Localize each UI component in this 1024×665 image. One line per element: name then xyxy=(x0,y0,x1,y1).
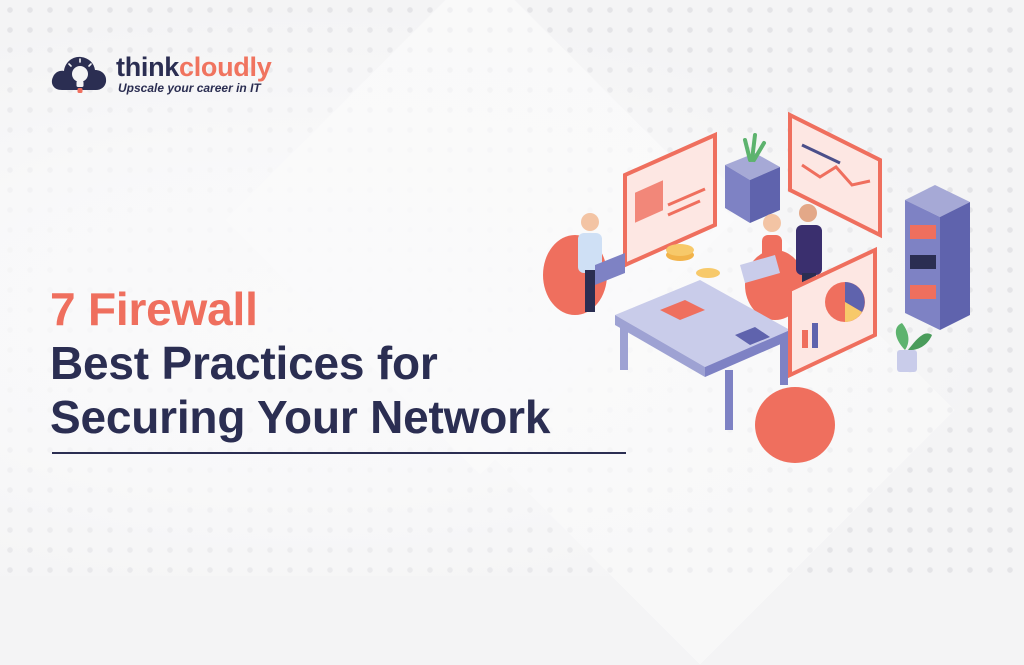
headline-line-2: Best Practices for xyxy=(50,337,438,389)
brand-name: thinkcloudly xyxy=(116,52,272,82)
person-center xyxy=(740,214,782,283)
wall-panel-right xyxy=(788,111,882,239)
bookshelf xyxy=(905,185,970,330)
cabinet xyxy=(725,133,780,223)
brand-tagline: Upscale your career in IT xyxy=(118,81,261,95)
brand-name-cloudly: cloudly xyxy=(179,52,272,82)
brand-name-think: think xyxy=(116,52,179,82)
chart-panel xyxy=(788,246,877,379)
coin-stack xyxy=(666,244,720,278)
person-left xyxy=(578,213,625,312)
cloud-lightbulb-icon xyxy=(51,56,107,93)
office-illustration xyxy=(543,111,970,463)
potted-plant xyxy=(895,323,932,372)
headline-underline xyxy=(52,452,626,454)
headline: 7 Firewall Best Practices for Securing Y… xyxy=(50,282,650,444)
wall-panel-left xyxy=(623,131,717,269)
brand-logo[interactable]: thinkcloudly Upscale your career in IT xyxy=(50,48,290,100)
bean-bag-front xyxy=(755,387,835,463)
headline-line-3: Securing Your Network xyxy=(50,391,551,443)
table xyxy=(615,280,790,430)
headline-line-1: 7 Firewall xyxy=(50,283,258,335)
